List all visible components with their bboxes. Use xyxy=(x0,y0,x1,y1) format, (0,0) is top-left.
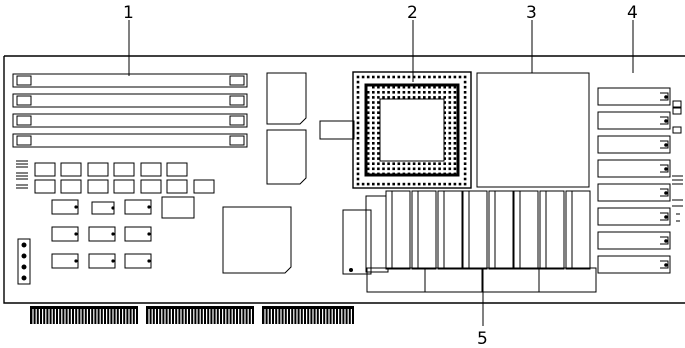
callout-label-3: 3 xyxy=(526,3,537,23)
expansion-connector xyxy=(597,183,671,202)
callout-label-4: 4 xyxy=(627,3,638,23)
expansion-connector xyxy=(597,159,671,178)
lower-left-ics xyxy=(51,196,195,269)
processor-socket xyxy=(352,71,472,189)
callout-label-2: 2 xyxy=(407,3,418,23)
edge-connector xyxy=(30,306,354,324)
expansion-connector xyxy=(597,255,671,274)
processor-tab xyxy=(319,120,355,140)
jumper-block xyxy=(17,238,31,285)
chip-lower xyxy=(266,129,307,185)
expansion-connectors xyxy=(597,87,671,274)
memory-slot xyxy=(12,113,248,128)
memory-slot xyxy=(12,133,248,148)
expansion-connector xyxy=(597,231,671,250)
expansion-connector xyxy=(597,87,671,106)
memory-slot xyxy=(12,73,248,88)
bus-modules xyxy=(342,190,597,293)
small-components xyxy=(16,160,215,194)
memory-slot xyxy=(12,93,248,108)
callout-label-1: 1 xyxy=(123,3,134,23)
chip-upper xyxy=(266,72,307,125)
expansion-connector xyxy=(597,207,671,226)
cache-module xyxy=(476,72,590,188)
callout-leaders xyxy=(128,20,634,326)
large-chip xyxy=(222,206,292,274)
edge-connector-segment-3 xyxy=(262,306,354,324)
expansion-connector xyxy=(597,111,671,130)
board-outline xyxy=(3,55,685,304)
expansion-connector xyxy=(597,135,671,154)
memory-slots xyxy=(12,73,248,148)
callout-label-5: 5 xyxy=(477,329,488,348)
right-edge-marks xyxy=(672,100,683,222)
